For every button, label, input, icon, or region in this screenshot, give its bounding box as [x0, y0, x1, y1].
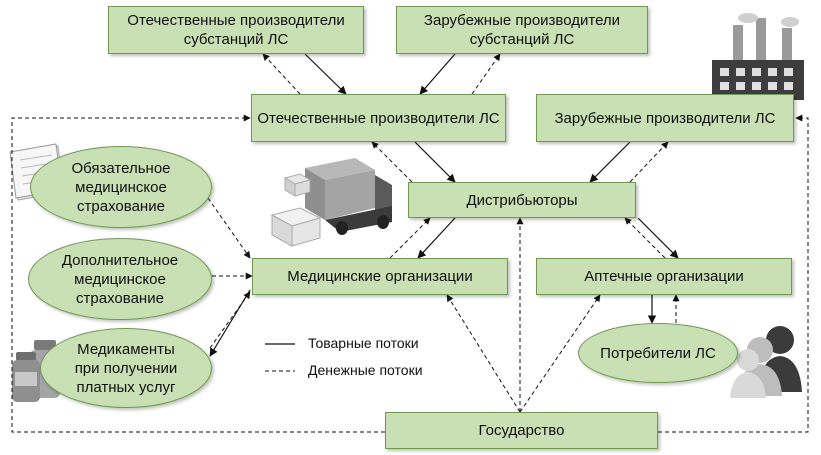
node-label: Медикаменты при получении платных услуг	[74, 340, 178, 396]
node-label: Отечественные производители субстанций Л…	[127, 12, 345, 48]
mandatory-insurance-node: Обязательное медицинское страхование	[30, 146, 212, 228]
truck-icon	[270, 158, 392, 247]
node-label: Отечественные производители ЛС	[257, 109, 500, 127]
voluntary-insurance-node: Дополнительное медицинское страхование	[28, 238, 212, 320]
legend-goods-label: Товарные потоки	[308, 335, 419, 351]
state-node: Государство	[385, 412, 658, 449]
node-label: Государство	[478, 422, 565, 439]
node-label: Потребители ЛС	[600, 344, 716, 362]
legend-money-label: Денежные потоки	[308, 362, 423, 378]
goods-flow-arrows	[209, 53, 679, 357]
node-label: Дополнительное медицинское страхование	[61, 251, 179, 307]
domestic-substance-producers-node: Отечественные производители субстанций Л…	[108, 6, 364, 54]
pharmacy-organizations-node: Аптечные организации	[536, 258, 792, 295]
domestic-drug-producers-node: Отечественные производители ЛС	[251, 94, 506, 142]
foreign-drug-producers-node: Зарубежные производители ЛС	[536, 94, 794, 142]
distributors-node: Дистрибьюторы	[408, 182, 636, 218]
node-label: Зарубежные производители ЛС	[554, 109, 776, 127]
drug-consumers-node: Потребители ЛС	[578, 323, 738, 383]
node-label: Медицинские организации	[287, 268, 473, 285]
people-icon	[730, 326, 802, 398]
node-label: Обязательное медицинское страхование	[71, 159, 171, 215]
node-label: Зарубежные производители субстанций ЛС	[423, 12, 621, 48]
paid-services-medicines-node: Медикаменты при получении платных услуг	[40, 328, 212, 408]
node-label: Дистрибьюторы	[466, 191, 578, 209]
factory-icon	[712, 13, 804, 100]
foreign-substance-producers-node: Зарубежные производители субстанций ЛС	[396, 6, 648, 54]
medical-organizations-node: Медицинские организации	[252, 258, 508, 295]
node-label: Аптечные организации	[584, 268, 744, 285]
money-flow-arrows	[11, 53, 809, 433]
